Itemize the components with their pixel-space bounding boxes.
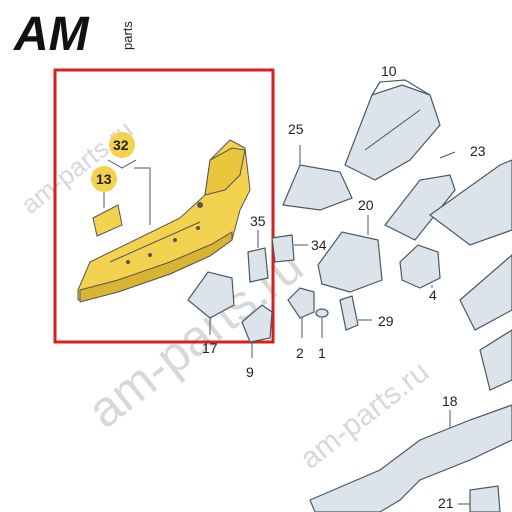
callout-25-label: 25 bbox=[288, 121, 304, 137]
callout-4[interactable]: 4 bbox=[429, 287, 437, 303]
part-32-highlighted[interactable] bbox=[77, 139, 251, 303]
callout-25[interactable]: 25 bbox=[288, 121, 304, 137]
callout-2-label: 2 bbox=[296, 345, 304, 361]
callout-20-label: 20 bbox=[358, 197, 374, 213]
callout-13-label: 13 bbox=[96, 171, 112, 187]
callout-23[interactable]: 23 bbox=[470, 143, 486, 159]
part-13-highlighted[interactable] bbox=[92, 204, 123, 237]
callout-1[interactable]: 1 bbox=[318, 345, 326, 361]
callout-20[interactable]: 20 bbox=[358, 197, 374, 213]
callout-10[interactable]: 10 bbox=[381, 63, 397, 79]
part-29[interactable] bbox=[339, 295, 372, 331]
logo-main: AM bbox=[13, 8, 90, 61]
callout-10-label: 10 bbox=[381, 63, 397, 79]
part-10[interactable] bbox=[344, 79, 441, 181]
callout-21[interactable]: 21 bbox=[438, 495, 454, 511]
callout-29-label: 29 bbox=[378, 313, 394, 329]
callout-18-label: 18 bbox=[442, 393, 458, 409]
callout-23-label: 23 bbox=[470, 143, 486, 159]
part-18[interactable] bbox=[309, 404, 512, 512]
callout-34[interactable]: 34 bbox=[311, 237, 327, 253]
highlight-frame bbox=[53, 68, 275, 344]
callout-21-label: 21 bbox=[438, 495, 454, 511]
part-17[interactable] bbox=[187, 271, 235, 335]
part-20[interactable] bbox=[317, 215, 383, 293]
part-35[interactable] bbox=[247, 247, 269, 283]
callout-4-label: 4 bbox=[429, 287, 437, 303]
part-23[interactable] bbox=[384, 151, 456, 241]
part-2[interactable] bbox=[287, 287, 315, 338]
callout-1-label: 1 bbox=[318, 345, 326, 361]
part-25[interactable] bbox=[282, 145, 353, 211]
callout-13[interactable]: 13 bbox=[91, 166, 117, 208]
logo: AM parts bbox=[13, 8, 135, 61]
logo-sub: parts bbox=[120, 21, 135, 50]
callout-17[interactable]: 17 bbox=[202, 340, 218, 356]
callout-17-label: 17 bbox=[202, 340, 218, 356]
callout-32[interactable]: 32 bbox=[109, 132, 151, 225]
part-34[interactable] bbox=[271, 234, 308, 263]
part-right-frame[interactable] bbox=[428, 159, 512, 391]
callout-2[interactable]: 2 bbox=[296, 345, 304, 361]
part-21[interactable] bbox=[458, 485, 501, 512]
callout-9[interactable]: 9 bbox=[246, 364, 254, 380]
callout-18[interactable]: 18 bbox=[442, 393, 458, 409]
callout-34-label: 34 bbox=[311, 237, 327, 253]
part-9[interactable] bbox=[241, 304, 273, 358]
callout-35-label: 35 bbox=[250, 213, 266, 229]
callout-9-label: 9 bbox=[246, 364, 254, 380]
part-4[interactable] bbox=[399, 244, 441, 289]
callout-35[interactable]: 35 bbox=[250, 213, 266, 248]
callout-32-label: 32 bbox=[113, 137, 129, 153]
callout-29[interactable]: 29 bbox=[378, 313, 394, 329]
part-1[interactable] bbox=[315, 308, 329, 338]
